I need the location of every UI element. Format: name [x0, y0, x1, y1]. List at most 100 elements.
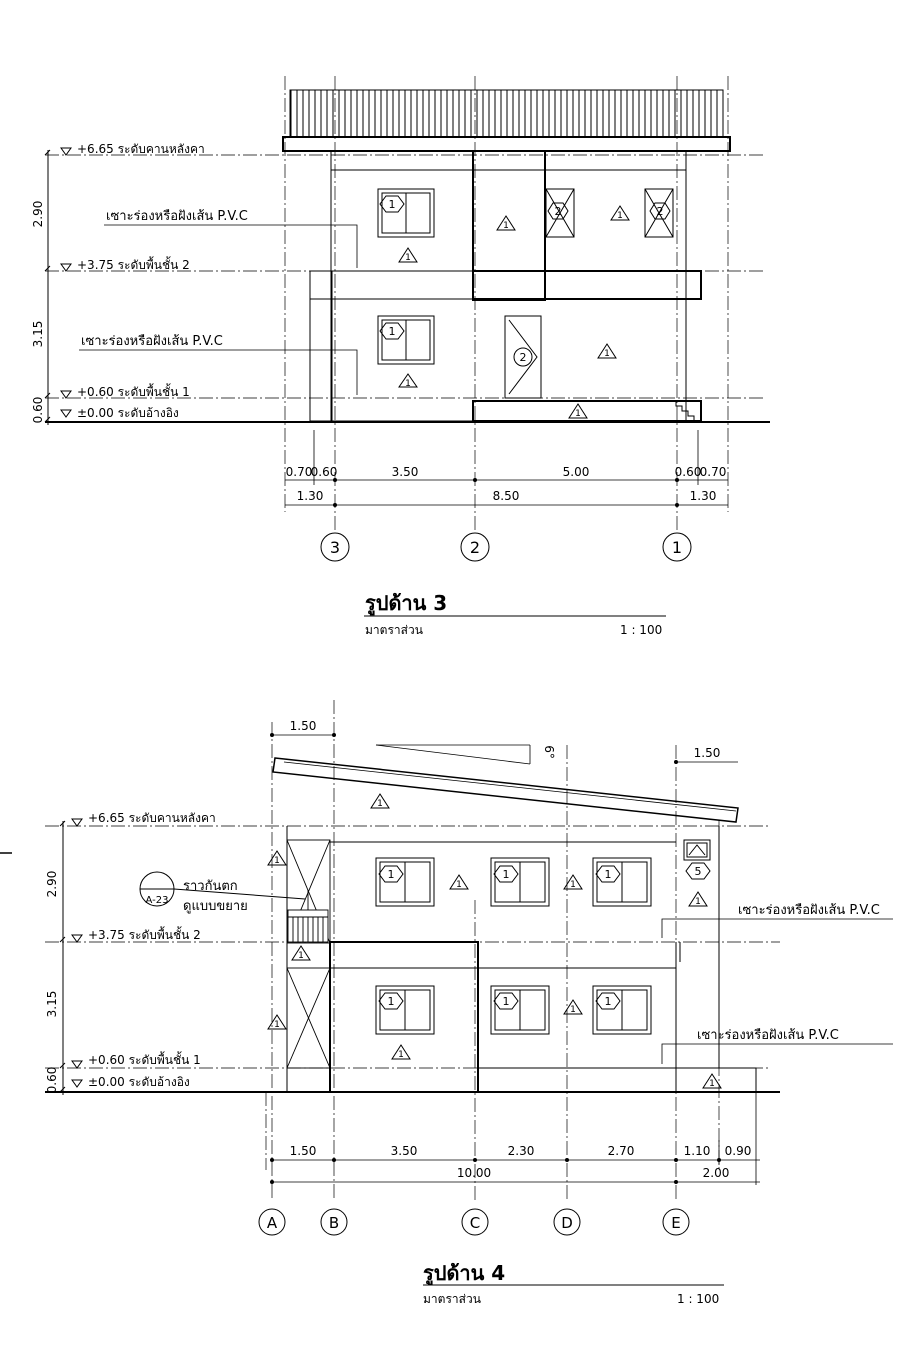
elev3-level-floor1: +0.60 ระดับพื้นชั้น 1	[77, 383, 190, 399]
elev4-dim-top-3: 2.30	[508, 1144, 535, 1158]
elev4-tag-wall-e: 1	[398, 1050, 404, 1060]
elev3-tag-wall-e: 1	[604, 349, 610, 359]
elev3-vdim-middle: 3.15	[31, 321, 45, 348]
elev4-tag-wall-a: 1	[377, 799, 383, 809]
elev4-tag-wall-j: 1	[298, 951, 304, 961]
elev4-dim-top-5: 1.10	[684, 1144, 711, 1158]
elev3-dim-ticks	[333, 478, 679, 507]
elev3-dim-top-3: 3.50	[392, 465, 419, 479]
elev4-tag-window-2: 1	[503, 868, 510, 881]
elev3-tag-door: 2	[520, 351, 527, 364]
elev4-walls	[286, 826, 757, 1093]
elev3-dim-top-4: 5.00	[563, 465, 590, 479]
elev3-tag-window2-left: 2	[555, 205, 562, 218]
elev3-level-ref: ±0.00 ระดับอ้างอิง	[77, 406, 179, 420]
elev4-dim-top-2: 3.50	[391, 1144, 418, 1158]
elev4-slope-label: 6°	[542, 745, 556, 759]
elev4-level-floor1: +0.60 ระดับพื้นชั้น 1	[88, 1051, 201, 1067]
elev3-tag-wall-b: 1	[405, 379, 411, 389]
elev3-grid-bubbles	[320, 532, 692, 562]
elev3-dimension-lines	[285, 430, 728, 506]
elev3-dim-bottom-3: 1.30	[690, 489, 717, 503]
elev4-grid-bubbles	[258, 1208, 690, 1236]
elev3-grid-3: 3	[330, 538, 340, 557]
elev3-grid-2: 2	[470, 538, 480, 557]
elev4-title: รูปด้าน 4	[423, 1261, 505, 1287]
elev4-stair-openings	[286, 839, 331, 1069]
elev4-scale-value: 1 : 100	[677, 1292, 719, 1306]
elev3-dim-top-1: 0.70	[286, 465, 313, 479]
elev3-windows	[377, 188, 674, 399]
elev3-vdim-upper: 2.90	[31, 201, 45, 228]
elev4-vdim-upper: 2.90	[45, 871, 59, 898]
elev4-level-roof-beam: +6.65 ระดับคานหลังคา	[88, 811, 216, 825]
elev3-level-markers	[44, 147, 72, 425]
elev4-tag-window-4: 1	[388, 995, 395, 1008]
elev4-tag-wall-d: 1	[570, 1005, 576, 1015]
elev4-tag-wall-g: 1	[709, 1079, 715, 1089]
elev3-scale-label: มาตราส่วน	[365, 623, 423, 637]
elev3-tag-wall-c: 1	[503, 221, 509, 231]
elev4-dim-ticks	[270, 733, 721, 1184]
elev4-roof	[272, 757, 739, 823]
elev4-tags	[139, 793, 722, 1089]
elev4-tag-wall-i: 1	[274, 1020, 280, 1030]
elev3-level-floor2: +3.75 ระดับพื้นชั้น 2	[77, 256, 190, 272]
elev4-dim-bottom-2: 2.00	[703, 1166, 730, 1180]
elev4-railing-note-1: ราวกันตก	[183, 879, 238, 894]
elev4-roof-dim-right: 1.50	[694, 746, 721, 760]
elev4-tag-wall-h: 1	[274, 856, 280, 866]
elev4-windows	[375, 839, 711, 1035]
elev4-grid-e: E	[671, 1214, 680, 1232]
elev3-title: รูปด้าน 3	[365, 591, 447, 617]
elev4-tag-window-5: 1	[503, 995, 510, 1008]
elev4-grid-b: B	[329, 1214, 339, 1232]
elev3-note-leaders	[79, 224, 358, 395]
elev4-level-floor2: +3.75 ระดับพื้นชั้น 2	[88, 926, 201, 942]
elev4-dim-top-1: 1.50	[290, 1144, 317, 1158]
elev3-tag-wall-d: 1	[617, 211, 623, 221]
elev4-dimension-lines	[272, 734, 760, 1185]
elev4-railing-note-2: ดูแบบขยาย	[183, 899, 248, 914]
elev3-tag-window-lower: 1	[389, 325, 396, 338]
elev4-tag-wall-c: 1	[570, 880, 576, 890]
elev3-tag-wall-a: 1	[405, 253, 411, 263]
elev4-grid-c: C	[470, 1214, 480, 1232]
elev3-tags	[379, 195, 671, 419]
elev3-dim-bottom-2: 8.50	[493, 489, 520, 503]
elev3-tag-wall-f: 1	[575, 409, 581, 419]
elev4-tag-vent: 5	[695, 865, 702, 878]
elev3-dim-bottom-1: 1.30	[297, 489, 324, 503]
elev4-grid-a: A	[267, 1214, 278, 1232]
elev3-level-roof-beam: +6.65 ระดับคานหลังคา	[77, 142, 205, 156]
elev4-detail-ref: A-23	[146, 895, 169, 906]
elev4-grid-d: D	[561, 1214, 573, 1232]
elev4-tag-window-3: 1	[605, 868, 612, 881]
elev3-dim-top-6: 0.70	[700, 465, 727, 479]
elevation-3	[44, 76, 770, 617]
elev4-dim-top-4: 2.70	[608, 1144, 635, 1158]
elev4-vdim-lower: 0.60	[45, 1067, 59, 1094]
elev4-tag-window-6: 1	[605, 995, 612, 1008]
elev4-tag-wall-b: 1	[456, 880, 462, 890]
elev4-note-groove-upper: เซาะร่องหรือฝังเส้น P.V.C	[738, 902, 880, 918]
elev4-dim-top-6: 0.90	[725, 1144, 752, 1158]
elev3-text: +6.65 ระดับคานหลังคา +3.75 ระดับพื้นชั้น…	[31, 142, 726, 637]
elev4-dim-bottom-1: 10.00	[457, 1166, 491, 1180]
elev3-scale-value: 1 : 100	[620, 623, 662, 637]
elev4-grid-lines	[45, 700, 780, 1200]
elev3-dim-top-2: 0.60	[311, 465, 338, 479]
elev3-vdim-lower: 0.60	[31, 397, 45, 424]
elev4-scale-label: มาตราส่วน	[423, 1292, 481, 1306]
elev4-note-leaders	[661, 918, 893, 1064]
elev3-tag-window2-right: 2	[657, 205, 664, 218]
elev4-level-ref: ±0.00 ระดับอ้างอิง	[88, 1075, 190, 1089]
elev4-note-groove-lower: เซาะร่องหรือฝังเส้น P.V.C	[697, 1027, 839, 1043]
elev3-roof-beam	[282, 136, 731, 152]
elevation-4	[0, 700, 893, 1286]
elev3-grid-1: 1	[672, 538, 682, 557]
elev4-text: 1.50 1.50 6° +6.65 ระดับคานหลังคา +3.75 …	[45, 719, 880, 1306]
elev3-dim-top-5: 0.60	[675, 465, 702, 479]
elev4-roof-dim-left: 1.50	[290, 719, 317, 733]
